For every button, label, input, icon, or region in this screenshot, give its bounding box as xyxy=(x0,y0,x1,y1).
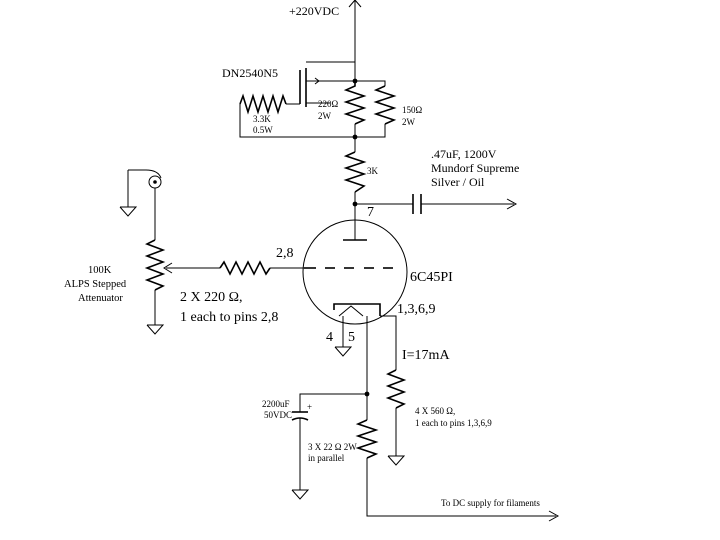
cap-value: .47uF, 1200V xyxy=(431,147,497,161)
supply-rail: +220VDC xyxy=(289,0,362,62)
triode-6c45pi: 6C45PI 7 2,8 1,3,6,9 4 5 xyxy=(276,205,453,357)
attenuator-line3: Attenuator xyxy=(78,293,123,304)
r220-power: 2W xyxy=(318,111,332,121)
filament-resistor-value: 3 X 22 Ω 2W xyxy=(308,442,357,452)
resistor-220-ohm: 220Ω 2W xyxy=(318,62,367,152)
pin-heater-b: 5 xyxy=(348,330,355,345)
supply-label: +220VDC xyxy=(289,4,339,18)
filament-resistor-note: in parallel xyxy=(308,453,345,463)
attenuator-line2: ALPS Stepped xyxy=(64,279,127,290)
filament-supply-label: To DC supply for filaments xyxy=(441,498,540,508)
pin-grid: 2,8 xyxy=(276,246,294,261)
grid-stopper-note: 1 each to pins 2,8 xyxy=(180,310,278,325)
tube-name: 6C45PI xyxy=(410,270,453,285)
attenuator-value: 100K xyxy=(88,265,112,276)
bypass-cap-voltage: 50VDC xyxy=(264,410,292,420)
bypass-cap-value: 2200uF xyxy=(262,399,290,409)
gate-resistor-value: 3.3K xyxy=(253,114,271,124)
current-label: I=17mA xyxy=(402,348,450,363)
cathode-resistor-note: 1 each to pins 1,3,6,9 xyxy=(415,418,492,428)
stepped-attenuator: 100K ALPS Stepped Attenuator xyxy=(64,239,220,335)
cap-line2: Mundorf Supreme xyxy=(431,161,519,175)
coupling-capacitor: .47uF, 1200V Mundorf Supreme Silver / Oi… xyxy=(355,147,519,214)
plate-resistor: 3K xyxy=(343,151,379,240)
grid-stopper-resistor: 2 X 220 Ω, 1 each to pins 2,8 xyxy=(180,260,304,325)
cathode-resistor-value: 4 X 560 Ω, xyxy=(415,406,455,416)
cap-line3: Silver / Oil xyxy=(431,175,485,189)
filament-network: + 2200uF 50VDC 3 X 22 Ω 2W in parallel T… xyxy=(262,316,560,522)
input-jack xyxy=(119,169,162,240)
gate-resistor: 3.3K 0.5W xyxy=(239,93,355,138)
mosfet-dn2540n5: DN2540N5 xyxy=(222,61,386,107)
plate-resistor-value: 3K xyxy=(367,166,379,176)
resistor-150-ohm: 150Ω 2W xyxy=(352,85,423,140)
gate-resistor-power: 0.5W xyxy=(253,125,273,135)
cathode-network: I=17mA 4 X 560 Ω, 1 each to pins 1,3,6,9 xyxy=(380,315,492,466)
pin-heater-a: 4 xyxy=(326,330,333,345)
r150-power: 2W xyxy=(402,117,416,127)
bypass-cap-polarity: + xyxy=(307,402,312,412)
mosfet-label: DN2540N5 xyxy=(222,66,278,80)
r150-value: 150Ω xyxy=(402,105,423,115)
pin-plate: 7 xyxy=(367,205,374,220)
grid-stopper-value: 2 X 220 Ω, xyxy=(180,290,243,305)
pin-cathode: 1,3,6,9 xyxy=(397,302,436,317)
r220-value: 220Ω xyxy=(318,99,339,109)
